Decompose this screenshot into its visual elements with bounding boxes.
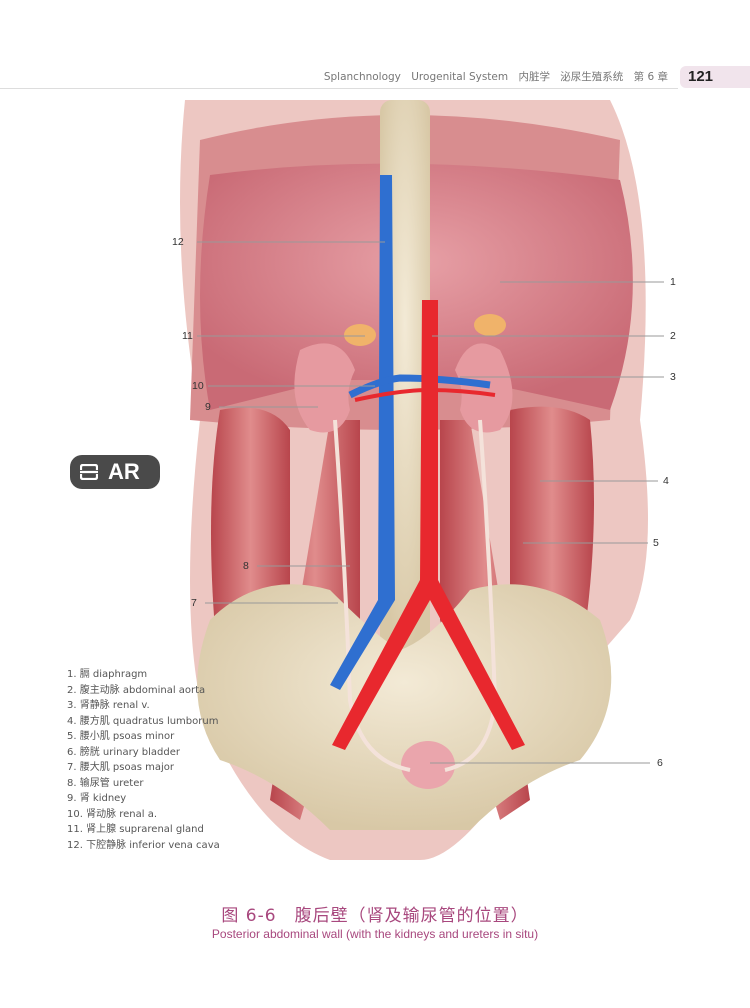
callout-12: 12 [172, 236, 184, 248]
callout-1: 1 [670, 276, 676, 288]
ar-button[interactable]: AR [70, 455, 160, 489]
callout-2: 2 [670, 330, 676, 342]
legend-item: 9. 肾 kidney [67, 793, 127, 804]
figure-caption: 图 6-6 腹后壁（肾及输尿管的位置） Posterior abdominal w… [0, 901, 750, 941]
figure-number: 图 6-6 [221, 906, 277, 926]
page-number: 121 [680, 66, 750, 88]
ar-label: AR [108, 459, 140, 484]
header-breadcrumb: Splanchnology Urogenital System 内脏学 泌尿生殖… [317, 69, 668, 84]
header-item: 泌尿生殖系统 [560, 71, 624, 83]
legend-item: 3. 肾静脉 renal v. [67, 700, 150, 711]
callout-8: 8 [243, 560, 249, 572]
legend-item: 7. 腰大肌 psoas major [67, 762, 174, 773]
legend-item: 12. 下腔静脉 inferior vena cava [67, 839, 220, 851]
ar-scan-icon [80, 464, 98, 480]
kidney-left [294, 343, 355, 433]
legend-item: 10. 肾动脉 renal a. [67, 808, 158, 820]
callout-4: 4 [663, 475, 669, 487]
abdominal-aorta [332, 300, 525, 750]
quadratus-lumborum-left [211, 407, 290, 630]
kidney-right [455, 343, 513, 433]
header-item: 内脏学 [518, 71, 550, 83]
leader-lines [197, 241, 664, 764]
legend-item: 8. 输尿管 ureter [67, 777, 144, 789]
callout-10: 10 [192, 380, 204, 392]
callout-5: 5 [653, 537, 659, 549]
urinary-bladder [401, 741, 455, 789]
legend-item: 5. 腰小肌 psoas minor [67, 731, 175, 742]
callout-9: 9 [205, 401, 211, 413]
caption-title-zh: 腹后壁（肾及输尿管的位置） [294, 906, 529, 926]
suprarenal-left [344, 324, 376, 346]
figure-legend: 1. 膈 diaphragm 2. 腹主动脉 abdominal aorta 3… [67, 667, 220, 853]
suprarenal-right [474, 314, 506, 336]
running-header: Splanchnology Urogenital System 内脏学 泌尿生殖… [0, 66, 750, 90]
caption-title-en: Posterior abdominal wall (with the kidne… [211, 927, 539, 941]
legend-item: 4. 腰方肌 quadratus lumborum [67, 715, 219, 727]
callout-11: 11 [182, 330, 193, 342]
header-rule [0, 88, 678, 89]
header-item: 第 6 章 [633, 71, 668, 83]
callout-3: 3 [670, 371, 676, 383]
header-item: Urogenital System [411, 71, 509, 83]
legend-item: 6. 膀胱 urinary bladder [67, 746, 181, 758]
legend-item: 11. 肾上腺 suprarenal gland [67, 824, 204, 835]
callout-7: 7 [191, 597, 197, 609]
quadratus-lumborum-right [510, 406, 594, 630]
ureter-right [444, 419, 498, 772]
pelvis [197, 584, 612, 830]
legend-item: 2. 腹主动脉 abdominal aorta [67, 684, 206, 696]
renal-artery [354, 387, 496, 402]
legend-item: 1. 膈 diaphragm [67, 669, 148, 680]
callout-6: 6 [657, 757, 663, 769]
inferior-vena-cava [330, 175, 395, 690]
header-item: Splanchnology [323, 71, 401, 83]
